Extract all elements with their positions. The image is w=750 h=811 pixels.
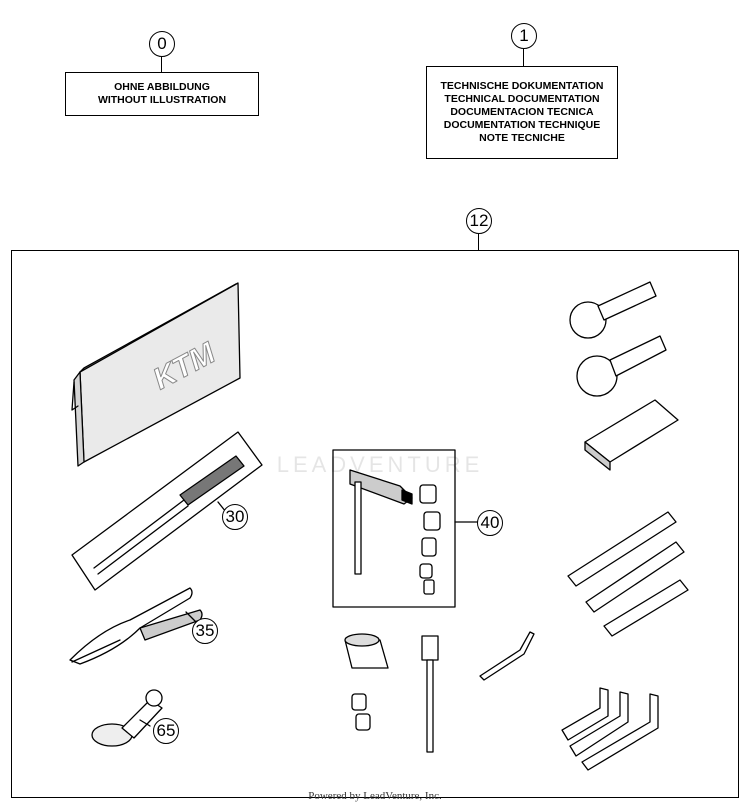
callout-0[interactable]: 0: [149, 31, 175, 57]
pliers[interactable]: [69, 587, 203, 665]
callout-1[interactable]: 1: [511, 23, 537, 49]
leader-65: [139, 719, 151, 727]
technical-documentation-box: TECHNISCHE DOKUMENTATION TECHNICAL DOCUM…: [426, 66, 618, 159]
tool-kit-frame: [11, 250, 739, 798]
callout-30[interactable]: 30: [222, 504, 248, 530]
callout-12[interactable]: 12: [466, 208, 492, 234]
callout-40[interactable]: 40: [477, 510, 503, 536]
screwdriver-set[interactable]: [71, 431, 263, 591]
spoke-wrench[interactable]: [91, 689, 163, 747]
ring-wrench-large[interactable]: [569, 281, 657, 339]
callout-35[interactable]: 35: [192, 618, 218, 644]
hex-bit-set-frame: [332, 449, 456, 608]
leader-35: [185, 611, 197, 623]
ring-wrench-small[interactable]: [576, 335, 667, 397]
hex-bits[interactable]: [419, 484, 441, 595]
note-line-1: OHNE ABBILDUNG: [114, 81, 210, 93]
leader-12: [478, 234, 480, 250]
footer-credit: Powered by LeadVenture, Inc.: [308, 790, 442, 802]
leader-0: [161, 57, 163, 72]
flat-tool[interactable]: [584, 399, 679, 471]
allen-key-set[interactable]: [561, 687, 659, 771]
note-without-illustration: OHNE ABBILDUNG WITHOUT ILLUSTRATION: [65, 72, 259, 116]
doc-line-3: DOCUMENTACION TECNICA: [450, 106, 594, 118]
socket[interactable]: [344, 633, 389, 669]
small-bits[interactable]: [351, 693, 371, 731]
doc-line-2: TECHNICAL DOCUMENTATION: [444, 93, 600, 105]
note-line-2: WITHOUT ILLUSTRATION: [97, 94, 227, 106]
callout-65[interactable]: 65: [153, 718, 179, 744]
doc-line-5: NOTE TECNICHE: [479, 132, 565, 144]
extension-bar[interactable]: [421, 635, 439, 753]
leader-1: [523, 49, 525, 66]
tool-pouch[interactable]: KTM: [71, 282, 241, 467]
watermark: LEADVENTURE: [276, 452, 484, 477]
t-handle-driver[interactable]: [349, 469, 413, 575]
doc-line-4: DOCUMENTATION TECHNIQUE: [443, 119, 601, 131]
open-end-wrenches[interactable]: [567, 511, 689, 637]
l-hex-key[interactable]: [479, 631, 535, 681]
doc-line-1: TECHNISCHE DOKUMENTATION: [440, 80, 604, 92]
